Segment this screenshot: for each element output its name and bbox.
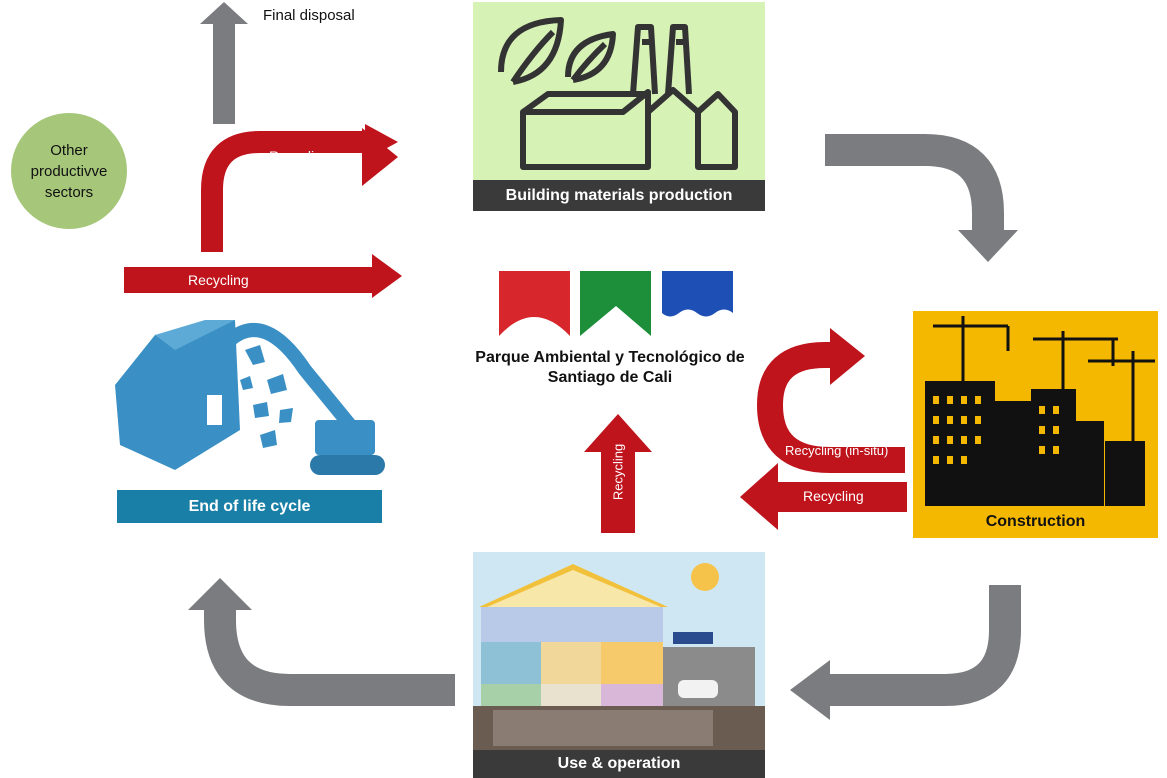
cycle-arrowhead-use — [790, 660, 830, 720]
recycling-arrow-vertical — [601, 448, 635, 533]
construction-label: Construction — [913, 506, 1158, 538]
use-node: Use & operation — [473, 552, 765, 778]
park-logo-icon — [499, 271, 733, 336]
use-label: Use & operation — [473, 750, 765, 778]
other-sectors-line-2: productivve — [30, 162, 108, 180]
final-disposal-label: Final disposal — [263, 7, 355, 24]
center-name: Parque Ambiental y Tecnológico de Santia… — [470, 348, 750, 388]
other-sectors-line-1: Other — [50, 141, 88, 159]
recycling-arrow-construction — [775, 482, 907, 512]
end-of-life-node: End of life cycle — [115, 310, 385, 525]
center-name-line-1: Parque Ambiental y Tecnológico de — [475, 349, 745, 366]
center-logo: Parque Ambiental y Tecnológico de Santia… — [470, 268, 750, 398]
cycle-arrowhead-end — [188, 578, 252, 610]
recycling-lower-label: Recycling — [188, 272, 249, 288]
recycling-in-situ-label: Recycling (in-situ) — [785, 443, 889, 458]
other-sectors-line-3: sectors — [44, 183, 94, 201]
recycling-upper-label: Recycling — [269, 148, 330, 164]
demolition-excavator-icon — [115, 320, 385, 475]
recycling-vertical-label: Recycling — [610, 443, 626, 501]
construction-skyline-icon — [925, 316, 1155, 506]
recycling-construction-label: Recycling — [803, 488, 864, 504]
cycle-arrow-use-to-end — [204, 610, 455, 706]
factory-leaf-icon — [498, 17, 738, 170]
cycle-arrowhead-construction — [958, 230, 1018, 262]
recycling-arrow-upper — [201, 131, 365, 252]
recycling-arrow-lower — [124, 267, 374, 293]
production-node: Building materials production — [473, 2, 765, 211]
other-sectors-node: Other productivve sectors — [11, 113, 127, 229]
construction-node: Construction — [913, 311, 1158, 538]
final-disposal-arrow — [200, 2, 248, 124]
cycle-arrow-construction-to-use — [830, 585, 1021, 706]
production-label: Building materials production — [473, 180, 765, 211]
end-of-life-label: End of life cycle — [117, 490, 382, 523]
cycle-arrow-production-to-construction — [825, 134, 1004, 230]
center-name-line-2: Santiago de Cali — [547, 369, 673, 386]
recycling-in-situ-arrow — [756, 342, 905, 473]
house-cutaway-icon — [473, 552, 765, 750]
